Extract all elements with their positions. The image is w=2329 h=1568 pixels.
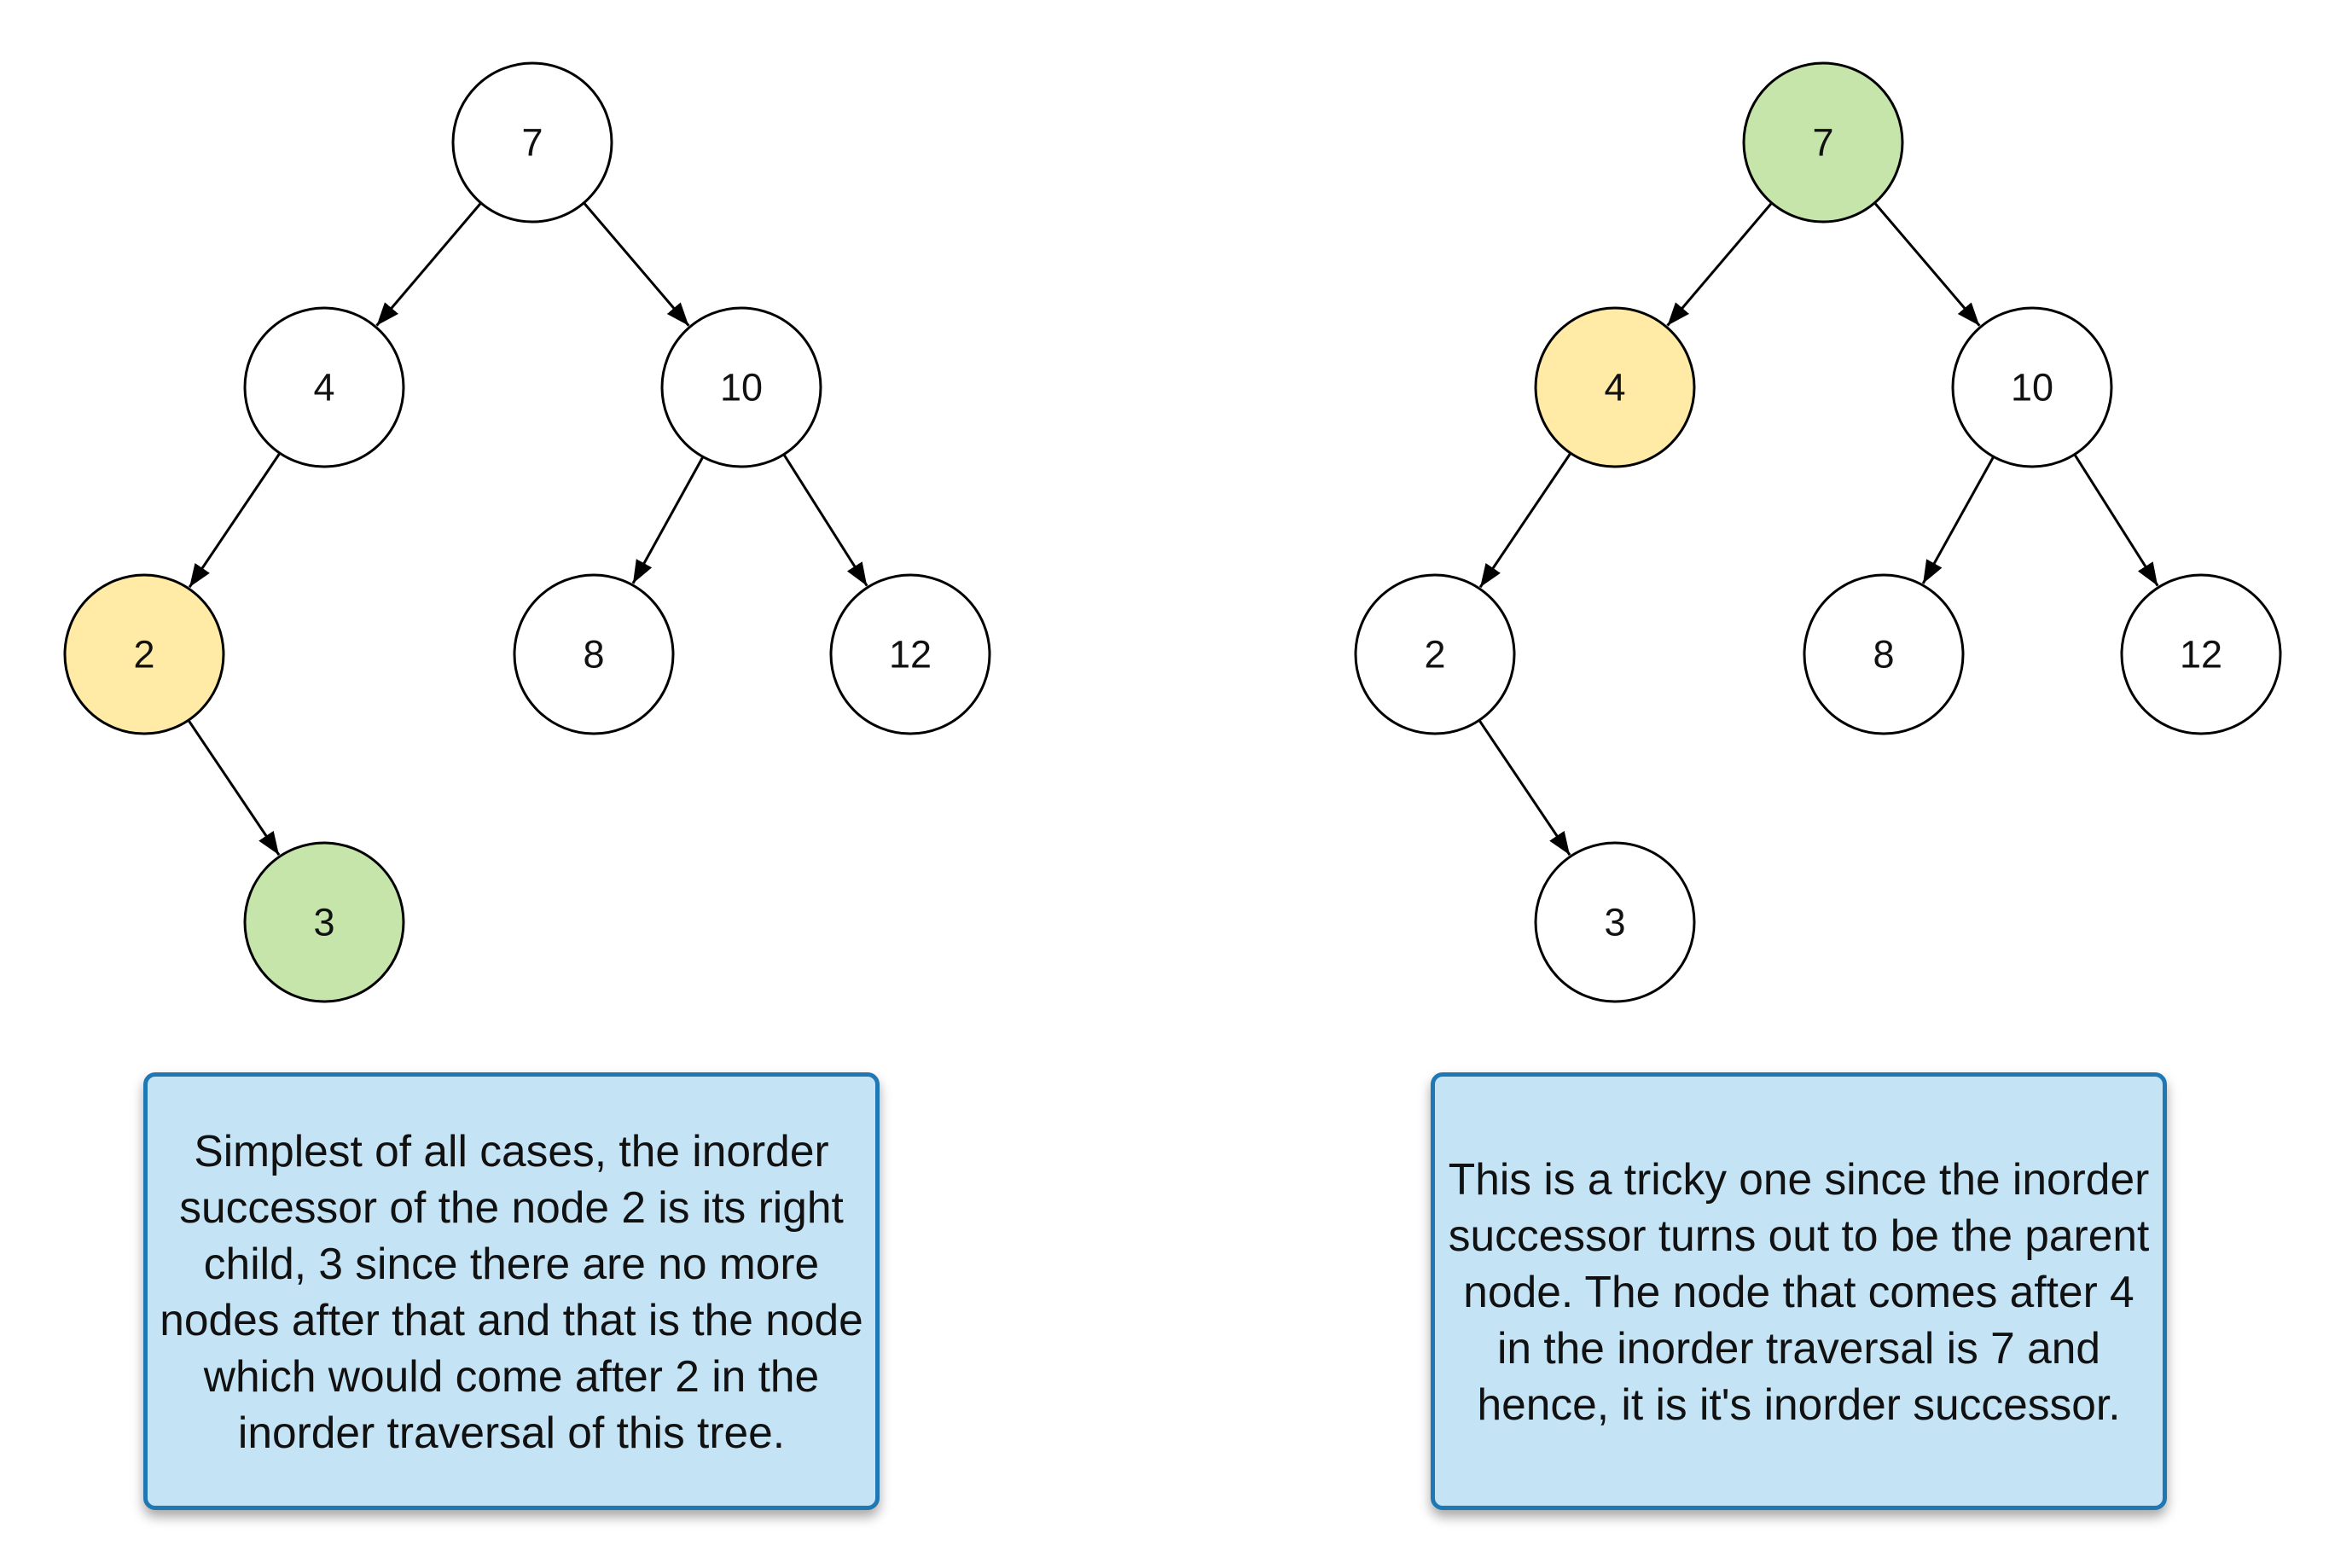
edge-left-n2-n3 [187,719,281,856]
edge-right-n10-n8 [1921,456,1995,584]
node-circle [63,573,225,735]
tree-left: 7 4 10 2 8 12 3 [63,61,991,1003]
edge-left-n10-n12 [782,453,868,587]
node-circle [451,61,613,224]
caption-box-left: Simplest of all cases, the inorder succe… [143,1072,880,1510]
node-label: 10 [2011,366,2053,409]
caption-text-right: This is a tricky one since the inorder s… [1448,1153,2150,1429]
node-label: 4 [1604,366,1625,409]
edge-left-n10-n8 [631,456,705,584]
node-label: 7 [1812,121,1833,165]
node-circle [1951,306,2113,468]
tree-node-left-7: 7 [451,61,613,224]
node-label: 2 [1424,633,1445,677]
node-label: 4 [313,366,334,409]
tree-node-left-12: 12 [829,573,991,735]
node-label: 8 [1873,633,1894,677]
edge-right-n7-n4 [1666,201,1773,327]
tree-node-right-10: 10 [1951,306,2113,468]
node-label: 3 [313,901,334,944]
node-circle [2120,573,2282,735]
edge-right-n7-n10 [1873,201,1981,327]
tree-node-left-4: 4 [243,306,405,468]
node-circle [243,841,405,1003]
caption-box-right: This is a tricky one since the inorder s… [1431,1072,2167,1510]
edge-right-n4-n2 [1478,452,1572,589]
node-circle [660,306,822,468]
node-circle [243,306,405,468]
node-label: 3 [1604,901,1625,944]
node-label: 10 [720,366,763,409]
edge-left-n7-n4 [375,201,482,327]
node-label: 8 [583,633,604,677]
caption-text-left: Simplest of all cases, the inorder succe… [160,1125,863,1457]
node-circle [1354,573,1516,735]
node-label: 2 [133,633,154,677]
node-label: 7 [521,121,543,165]
node-label: 12 [2180,633,2222,677]
node-circle [1803,573,1965,735]
node-circle [1742,61,1904,224]
tree-right: 7 4 10 2 8 12 3 [1354,61,2282,1003]
tree-node-left-2: 2 [63,573,225,735]
tree-node-right-8: 8 [1803,573,1965,735]
edge-right-n2-n3 [1478,719,1571,856]
tree-node-left-3: 3 [243,841,405,1003]
edge-left-n7-n10 [583,201,690,327]
edge-left-n4-n2 [188,452,282,589]
node-circle [829,573,991,735]
tree-node-right-7: 7 [1742,61,1904,224]
node-label: 12 [889,633,932,677]
node-circle [1534,841,1696,1003]
node-circle [513,573,675,735]
tree-node-right-2: 2 [1354,573,1516,735]
tree-node-right-3: 3 [1534,841,1696,1003]
node-circle [1534,306,1696,468]
tree-node-right-4: 4 [1534,306,1696,468]
tree-node-right-12: 12 [2120,573,2282,735]
tree-node-left-10: 10 [660,306,822,468]
edge-right-n10-n12 [2073,453,2159,587]
tree-node-left-8: 8 [513,573,675,735]
